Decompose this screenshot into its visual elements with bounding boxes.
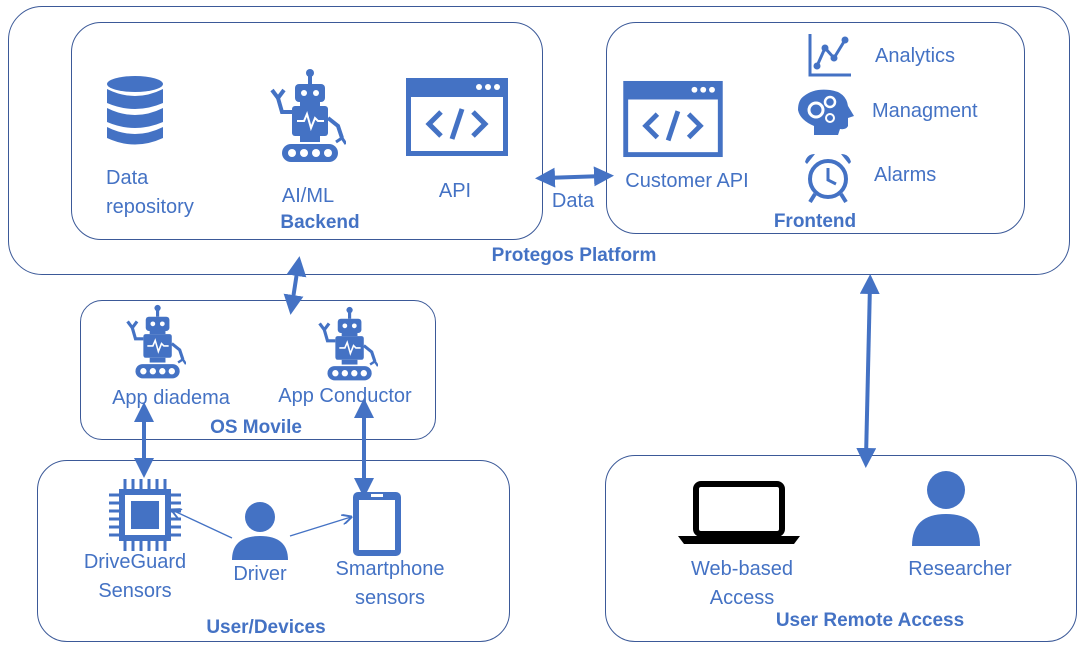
protegos-platform-box [8, 6, 1070, 275]
chip-icon [109, 479, 181, 551]
smartphone-label-line2: sensors [354, 587, 426, 609]
driver-label: Driver [233, 563, 287, 585]
data-link-arrow [535, 166, 614, 188]
data-repository-label-line1: Data [106, 167, 149, 189]
alarm-clock-icon [805, 154, 851, 204]
web-access-label-line2: Access [709, 587, 775, 609]
user-devices-box [37, 460, 510, 642]
remote-platform-arrow [856, 274, 880, 468]
os-mobile-box [80, 300, 436, 440]
researcher-label: Researcher [908, 558, 1012, 580]
data-link-label: Data [551, 190, 595, 212]
analytics-icon [808, 34, 851, 77]
code-window-icon [406, 78, 508, 156]
smartphone-icon [353, 492, 401, 556]
analytics-label: Analytics [875, 45, 956, 67]
database-icon [107, 76, 163, 145]
remote-access-title: User Remote Access [775, 610, 965, 631]
brain-gears-icon [798, 89, 854, 135]
driveguard-label-line1: DriveGuard [83, 551, 187, 573]
person-icon [912, 471, 980, 546]
driver-phone-line [289, 517, 351, 537]
api-label: API [438, 180, 472, 202]
alarms-label: Alarms [874, 164, 937, 186]
robot-icon [270, 69, 346, 162]
backend-box [71, 22, 543, 240]
customer-api-label: Customer API [625, 170, 749, 192]
frontend-box [606, 22, 1025, 234]
robot-icon [318, 306, 378, 381]
app-diadema-label: App diadema [112, 387, 230, 409]
robot-icon [126, 304, 186, 379]
code-window-icon [623, 80, 723, 158]
web-access-label-line1: Web-based [691, 558, 793, 580]
smartphone-label-line1: Smartphone [335, 558, 445, 580]
platform-title: Protegos Platform [491, 245, 657, 266]
laptop-icon [678, 481, 800, 544]
platform-os-arrow [283, 256, 307, 315]
driveguard-label-line2: Sensors [98, 580, 172, 602]
remote-access-box [605, 455, 1077, 642]
driver-sensor-line [172, 510, 233, 539]
data-repository-label-line2: repository [106, 196, 194, 218]
frontend-title: Frontend [773, 211, 857, 232]
person-icon [232, 502, 288, 560]
aiml-label: AI/ML [281, 185, 335, 207]
backend-title: Backend [280, 212, 360, 233]
os-mobile-title: OS Movile [210, 417, 302, 438]
management-label: Managment [872, 100, 978, 122]
user-devices-title: User/Devices [206, 617, 326, 638]
app-conductor-label: App Conductor [278, 385, 412, 407]
